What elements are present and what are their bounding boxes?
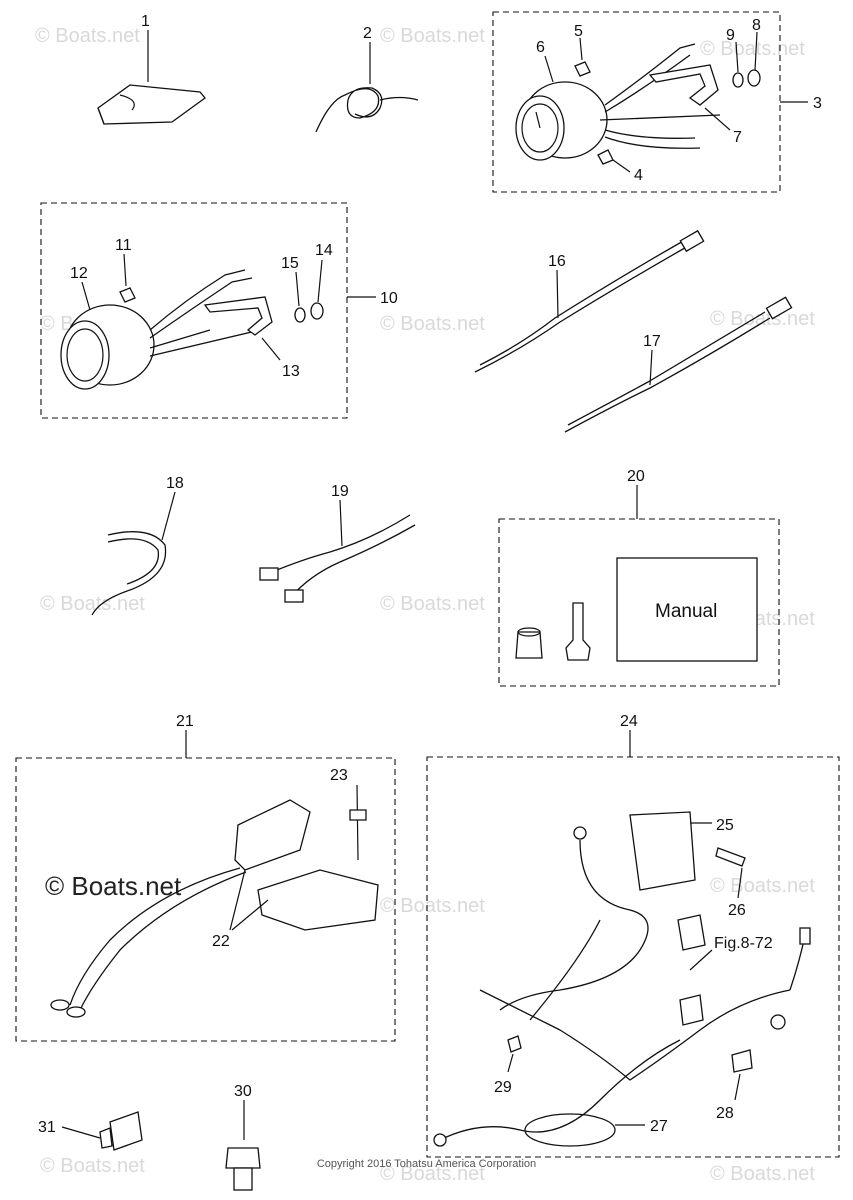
label-13: 13 bbox=[282, 363, 300, 380]
watermark: © Boats.net bbox=[380, 25, 485, 47]
label-12: 12 bbox=[70, 265, 88, 282]
watermark: © Boats.net bbox=[40, 593, 145, 615]
watermark: © Boats.net bbox=[45, 871, 182, 901]
part-31-fitting: 31 bbox=[38, 1111, 143, 1151]
label-25: 25 bbox=[716, 817, 734, 834]
part-17-harness: 17 bbox=[564, 296, 793, 433]
label-4: 4 bbox=[634, 167, 643, 184]
manual-label: Manual bbox=[655, 601, 717, 622]
label-18: 18 bbox=[166, 475, 184, 492]
watermark: © Boats.net bbox=[380, 1163, 485, 1185]
label-21: 21 bbox=[176, 713, 194, 730]
label-20: 20 bbox=[627, 468, 645, 485]
watermark: © Boats.net bbox=[700, 38, 805, 60]
kit-3-box: 3 6 5 7 9 8 4 bbox=[492, 11, 822, 193]
label-9: 9 bbox=[726, 27, 735, 44]
label-16: 16 bbox=[548, 253, 566, 270]
watermark: © Boats.net bbox=[380, 895, 485, 917]
copyright-text: Copyright 2016 Tohatsu America Corporati… bbox=[316, 1158, 537, 1170]
watermark: © Boats.net bbox=[40, 1155, 145, 1177]
part-16-harness: 16 bbox=[474, 229, 705, 373]
figure-ref-label: Fig.8-72 bbox=[714, 935, 773, 952]
part-30-fitting: 30 bbox=[225, 1083, 261, 1191]
label-10: 10 bbox=[380, 290, 398, 307]
label-23: 23 bbox=[330, 767, 348, 784]
part-19-harness: 19 bbox=[259, 483, 416, 603]
kit-24-box: 24 25 26 Fig.8-72 27 28 29 bbox=[426, 713, 840, 1158]
label-2: 2 bbox=[363, 25, 372, 42]
label-27: 27 bbox=[650, 1118, 668, 1135]
label-6: 6 bbox=[536, 39, 545, 56]
watermark: © Boats.net bbox=[710, 875, 815, 897]
label-30: 30 bbox=[234, 1083, 252, 1100]
watermark: © Boats.net bbox=[710, 308, 815, 330]
label-14: 14 bbox=[315, 242, 333, 259]
label-7: 7 bbox=[733, 129, 742, 146]
label-22: 22 bbox=[212, 933, 230, 950]
label-1: 1 bbox=[141, 13, 150, 30]
watermark: © Boats.net bbox=[710, 1163, 815, 1185]
kit-21-box: 21 23 22 bbox=[15, 713, 396, 1042]
kit-10-box: 10 12 11 13 15 14 bbox=[40, 202, 398, 419]
label-19: 19 bbox=[331, 483, 349, 500]
part-2-coil: 2 bbox=[315, 25, 419, 133]
label-26: 26 bbox=[728, 902, 746, 919]
label-5: 5 bbox=[574, 23, 583, 40]
label-24: 24 bbox=[620, 713, 638, 730]
label-31: 31 bbox=[38, 1119, 56, 1136]
label-15: 15 bbox=[281, 255, 299, 272]
watermark: © Boats.net bbox=[35, 25, 140, 47]
label-8: 8 bbox=[752, 17, 761, 34]
watermark: © Boats.net bbox=[380, 313, 485, 335]
label-28: 28 bbox=[716, 1105, 734, 1122]
label-29: 29 bbox=[494, 1079, 512, 1096]
part-1-pouch: 1 bbox=[97, 13, 206, 125]
kit-20-box: 20 Manual bbox=[498, 468, 780, 687]
label-3: 3 bbox=[813, 95, 822, 112]
watermark: © Boats.net bbox=[380, 593, 485, 615]
label-17: 17 bbox=[643, 333, 661, 350]
part-18-harness: 18 bbox=[91, 475, 184, 616]
label-11: 11 bbox=[115, 237, 132, 254]
